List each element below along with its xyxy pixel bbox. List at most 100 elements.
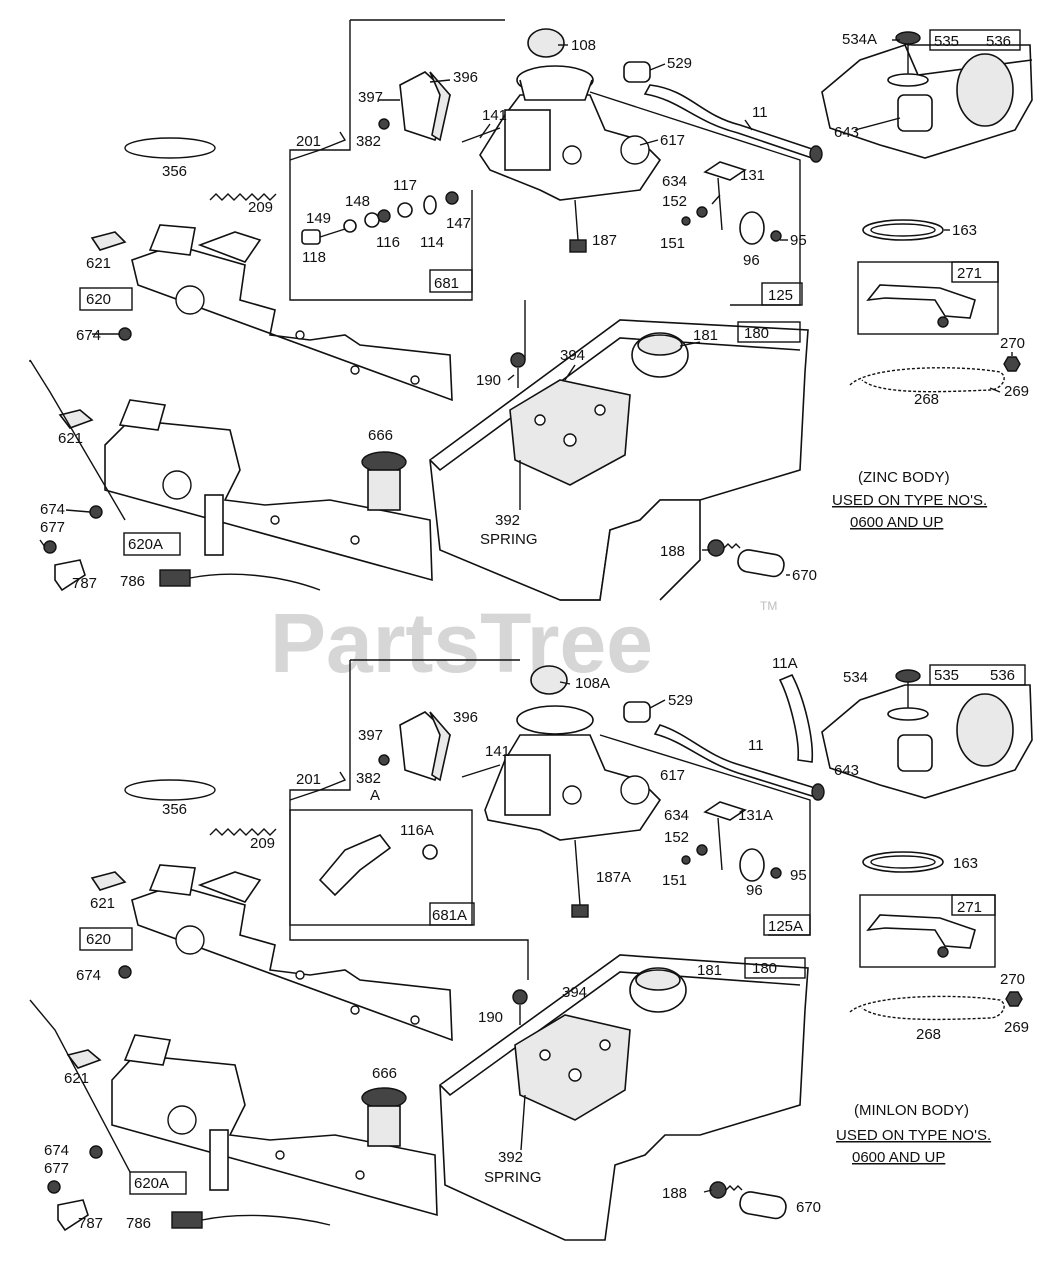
label-131a: 131A (738, 807, 773, 824)
top-labels: 108 529 534A 535 536 397 396 141 11 382 … (40, 31, 1029, 592)
label-188b: 188 (662, 1185, 687, 1202)
bottom-assembly (29, 659, 1033, 1241)
label-270: 270 (1000, 335, 1025, 352)
label-382ab-suffix: A (370, 787, 380, 804)
label-181b: 181 (697, 962, 722, 979)
leader-lines (39, 39, 1013, 1193)
label-786b: 786 (126, 1215, 151, 1232)
carburetor-2 (484, 705, 662, 918)
label-180b: 180 (752, 960, 777, 977)
label-131: 131 (740, 167, 765, 184)
label-382ab: 382 (356, 770, 381, 787)
label-621b: 621 (58, 430, 83, 447)
label-151: 151 (660, 235, 685, 252)
label-147: 147 (446, 215, 471, 232)
label-209: 209 (248, 199, 273, 216)
label-125a: 125A (768, 918, 803, 935)
label-534a: 534A (842, 31, 877, 48)
label-149: 149 (306, 210, 331, 227)
label-151b: 151 (662, 872, 687, 889)
label-163b: 163 (953, 855, 978, 872)
label-534: 534 (843, 669, 868, 686)
carburetor (479, 65, 662, 253)
label-11a: 11A (772, 655, 798, 672)
label-786: 786 (120, 573, 145, 590)
label-springb: SPRING (484, 1169, 542, 1186)
label-209b: 209 (250, 835, 275, 852)
note-zinc-body-line3: 0600 AND UP (850, 514, 943, 531)
label-190: 190 (476, 372, 501, 389)
note-zinc-body-line1: (ZINC BODY) (858, 469, 950, 486)
label-620a: 620A (128, 536, 163, 553)
top-assembly (29, 19, 1033, 601)
label-116: 116 (376, 234, 400, 251)
label-670b: 670 (796, 1199, 821, 1216)
label-620b: 620 (86, 931, 111, 948)
label-621c: 621 (90, 895, 115, 912)
label-114: 114 (420, 234, 444, 251)
label-95: 95 (790, 232, 807, 249)
label-96b: 96 (746, 882, 763, 899)
label-188: 188 (660, 543, 685, 560)
label-116a: 116A (400, 822, 434, 839)
note-minlon-body-line2: USED ON TYPE NO'S. (836, 1127, 991, 1144)
label-394b: 394 (562, 984, 587, 1001)
label-634b: 634 (664, 807, 689, 824)
label-spring: SPRING (480, 531, 538, 548)
label-397: 397 (358, 89, 383, 106)
label-620ab: 620A (134, 1175, 169, 1192)
needle-valve-parts (301, 191, 459, 245)
label-535: 535 (934, 33, 959, 50)
label-621d: 621 (64, 1070, 89, 1087)
label-536b: 536 (990, 667, 1015, 684)
label-356: 356 (162, 163, 187, 180)
label-271: 271 (957, 265, 982, 282)
label-666: 666 (368, 427, 393, 444)
label-201: 201 (296, 133, 321, 150)
label-190b: 190 (478, 1009, 503, 1026)
label-163: 163 (952, 222, 977, 239)
label-382: 382 (356, 133, 381, 150)
label-397b: 397 (358, 727, 383, 744)
label-643b: 643 (834, 762, 859, 779)
label-396: 396 (453, 69, 478, 86)
label-11b: 11 (748, 737, 764, 754)
note-minlon-body-line1: (MINLON BODY) (854, 1102, 969, 1119)
label-620: 620 (86, 291, 111, 308)
label-141: 141 (482, 107, 507, 124)
label-181: 181 (693, 327, 718, 344)
label-108a: 108A (575, 675, 610, 692)
label-392: 392 (495, 512, 520, 529)
label-269: 269 (1004, 383, 1029, 400)
label-117: 117 (393, 177, 417, 194)
spring-209 (209, 193, 277, 201)
label-396b: 396 (453, 709, 478, 726)
label-666b: 666 (372, 1065, 397, 1082)
seal-268 (849, 367, 1005, 393)
label-187a: 187A (596, 869, 631, 886)
label-674b: 674 (40, 501, 65, 518)
label-787b: 787 (78, 1215, 103, 1232)
label-125: 125 (768, 287, 793, 304)
label-677b: 677 (44, 1160, 69, 1177)
label-356b: 356 (162, 801, 187, 818)
label-269b: 269 (1004, 1019, 1029, 1036)
label-529b: 529 (668, 692, 693, 709)
bracket-620a-2 (66, 1034, 438, 1217)
label-674c: 674 (76, 967, 101, 984)
air-cleaner-body (821, 31, 1033, 159)
label-529: 529 (667, 55, 692, 72)
label-677: 677 (40, 519, 65, 536)
label-394: 394 (560, 347, 585, 364)
label-617: 617 (660, 132, 685, 149)
label-634: 634 (662, 173, 687, 190)
label-681: 681 (434, 275, 459, 292)
label-95b: 95 (790, 867, 807, 884)
label-621: 621 (86, 255, 111, 272)
label-108: 108 (571, 37, 596, 54)
label-617b: 617 (660, 767, 685, 784)
label-152: 152 (662, 193, 687, 210)
note-zinc-body-line2: USED ON TYPE NO'S. (832, 492, 987, 509)
label-674d: 674 (44, 1142, 69, 1159)
